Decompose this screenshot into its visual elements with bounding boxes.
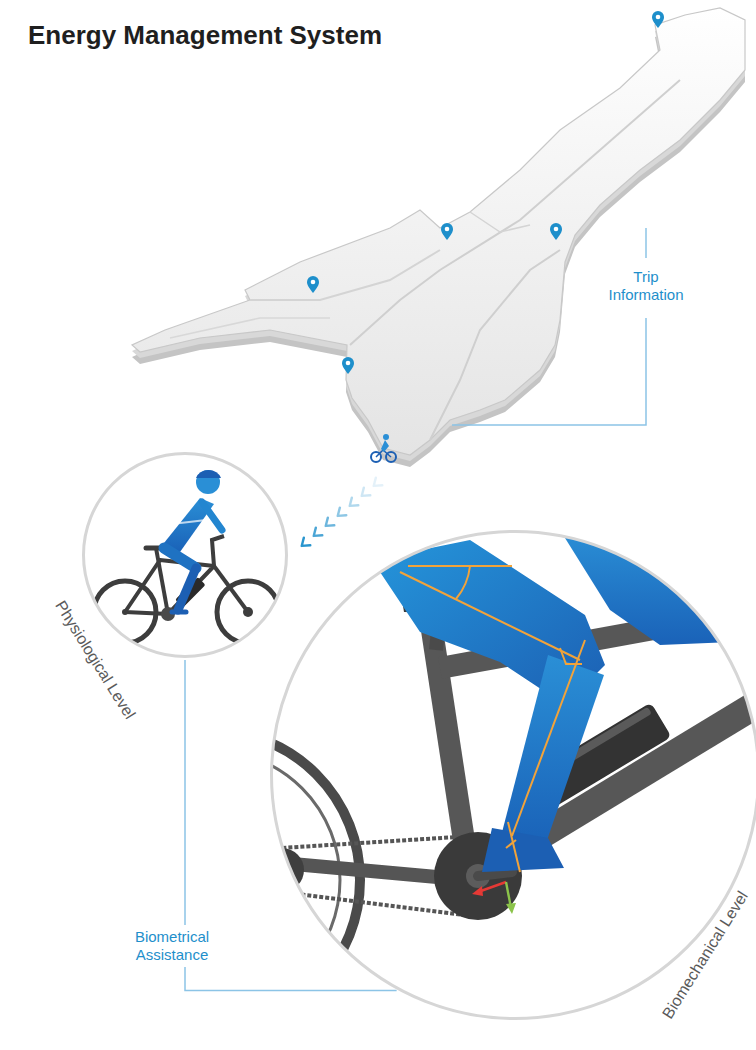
leader-line	[452, 318, 646, 425]
level-heading: Physiological Level	[51, 598, 138, 723]
biomechanical-closeup	[408, 565, 512, 567]
cyclist-icon	[383, 434, 389, 440]
biomechanical-closeup	[560, 648, 582, 664]
location-pins	[441, 223, 453, 240]
biomechanical-closeup	[472, 886, 483, 896]
biomechanical-closeup	[400, 572, 580, 660]
location-pins	[307, 276, 319, 293]
rider-illustration	[172, 610, 186, 615]
direction-chevrons	[322, 518, 334, 530]
biomechanical-closeup	[482, 828, 564, 872]
circle-outline	[82, 452, 288, 658]
level-circle: Physiological Level	[82, 452, 288, 658]
terrain-map	[132, 8, 745, 455]
biomechanical-closeup	[60, 730, 360, 1030]
rider-illustration	[83, 453, 287, 657]
rider-illustration	[156, 548, 168, 614]
terrain-map	[170, 318, 330, 338]
terrain-map	[470, 212, 530, 232]
biomechanical-closeup	[500, 655, 604, 846]
callout-label: Trip Information	[598, 268, 694, 304]
cyclist-icon	[381, 440, 389, 452]
biomechanical-closeup	[508, 822, 520, 872]
leader-line	[645, 228, 647, 258]
rider-illustration	[164, 548, 196, 568]
circle-outline	[272, 532, 756, 1019]
rider-illustration	[212, 536, 224, 566]
level-circle: Biomechanical Level	[270, 530, 756, 1020]
direction-chevrons	[346, 498, 358, 510]
location-pins	[307, 11, 664, 374]
direction-chevrons	[310, 528, 322, 540]
direction-chevrons	[358, 488, 370, 500]
direction-chevrons	[370, 478, 382, 490]
biomechanical-closeup	[506, 840, 516, 848]
biomechanical-closeup	[434, 832, 522, 920]
rider-illustration	[83, 453, 287, 657]
biomechanical-closeup	[506, 903, 516, 914]
connector-label: Biometrical Assistance	[124, 925, 220, 967]
rider-illustration	[172, 520, 206, 524]
location-pins	[550, 223, 562, 240]
biomechanical-closeup	[80, 750, 340, 1010]
rider-illustration	[196, 470, 220, 494]
biomechanical-closeup	[512, 640, 585, 836]
biomechanical-closeup	[60, 530, 756, 1030]
cyclist-icon	[371, 434, 396, 462]
direction-chevrons	[298, 478, 382, 550]
biomechanical-closeup	[456, 566, 470, 599]
leader-line	[452, 228, 646, 425]
direction-chevrons	[298, 538, 310, 550]
direction-chevrons	[334, 508, 346, 520]
rider-illustration	[202, 502, 222, 530]
terrain-map	[350, 80, 680, 345]
circle-outline	[270, 530, 756, 1020]
diagram-title: Energy Management System	[28, 20, 382, 51]
rider-illustration	[178, 568, 196, 610]
rider-illustration	[196, 470, 221, 478]
rider-illustration	[214, 566, 248, 612]
terrain-map	[430, 250, 560, 440]
terrain-map	[250, 250, 440, 300]
location-pins	[342, 357, 354, 374]
terrain-map	[132, 8, 745, 467]
level-heading: Biomechanical Level	[658, 888, 751, 1022]
circle-outline	[84, 454, 287, 657]
biomechanical-closeup	[282, 836, 472, 848]
location-pins	[652, 11, 664, 28]
biomechanical-closeup	[400, 566, 585, 872]
biomechanical-closeup	[478, 872, 512, 876]
